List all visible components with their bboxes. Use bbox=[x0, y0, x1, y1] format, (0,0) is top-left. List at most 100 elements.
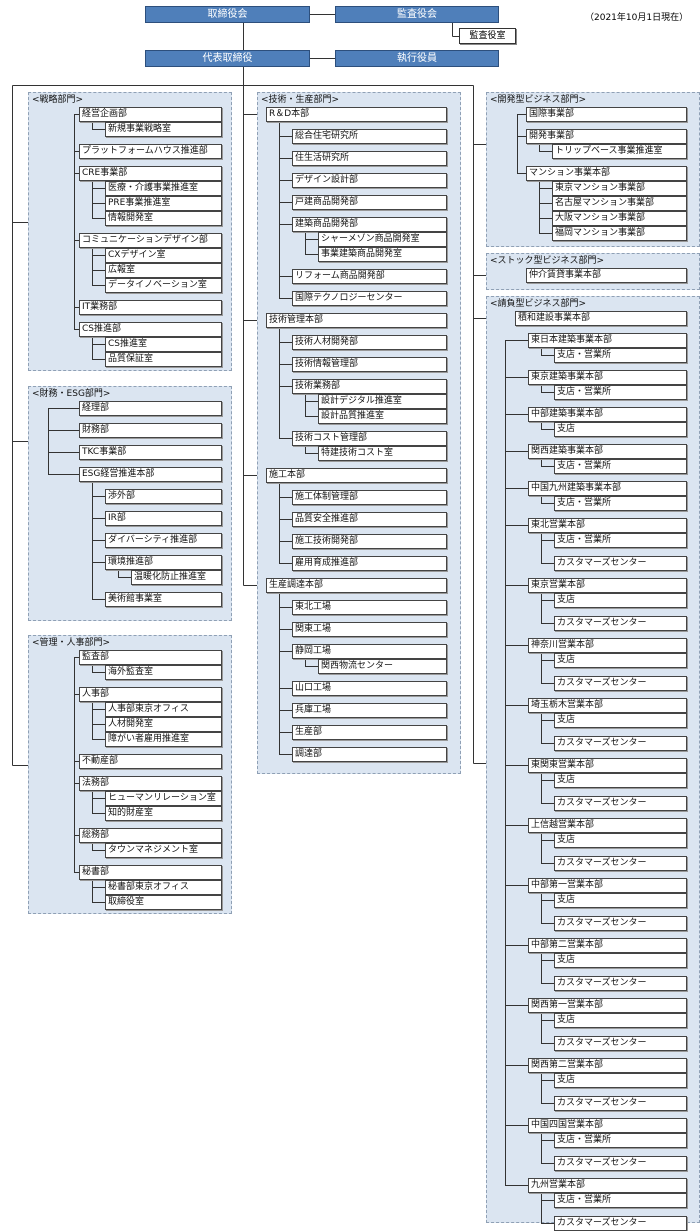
sub-units: 東京マンション事業部名古屋マンション事業部大阪マンション事業部福岡マンション事業… bbox=[539, 181, 687, 241]
org-unit: カスタマーズセンター bbox=[541, 848, 687, 871]
org-unit: 支店 bbox=[541, 1073, 687, 1088]
org-unit-box: 特建技術コスト室 bbox=[318, 446, 447, 461]
org-unit-box: 関西第一営業本部 bbox=[528, 998, 687, 1013]
org-unit: 東北工場 bbox=[279, 593, 447, 615]
unit-list: R＆D本部総合住宅研究所住生活研究所デザイン設計部戸建商品開発部建築商品開発部シ… bbox=[266, 107, 447, 762]
sub-units: 支店・営業所カスタマーズセンター bbox=[541, 533, 687, 571]
org-unit-box: 障がい者雇用推進室 bbox=[105, 732, 222, 747]
org-unit: 技術人材開発部 bbox=[279, 328, 447, 350]
org-unit: 支店 bbox=[541, 422, 687, 437]
org-unit-box: 支店 bbox=[554, 893, 687, 908]
org-unit-box: 東日本建築事業本部 bbox=[528, 333, 687, 348]
org-unit-box: 支店 bbox=[554, 422, 687, 437]
org-unit-box: 中部第二営業本部 bbox=[528, 938, 687, 953]
org-unit-box: 大阪マンション事業部 bbox=[552, 211, 687, 226]
org-unit: 支店・営業所 bbox=[541, 1193, 687, 1208]
org-unit-box: カスタマーズセンター bbox=[554, 556, 687, 571]
executive-officers-box: 執行役員 bbox=[335, 50, 499, 67]
org-unit: 障がい者雇用推進室 bbox=[92, 732, 222, 747]
org-unit-box: プラットフォームハウス推進部 bbox=[79, 144, 222, 159]
org-unit: 関西第一営業本部支店カスタマーズセンター bbox=[505, 991, 687, 1051]
org-unit-box: コミュニケーションデザイン部 bbox=[79, 233, 222, 248]
sub-units: 支店カスタマーズセンター bbox=[541, 773, 687, 811]
org-unit-box: 関西建築事業本部 bbox=[528, 444, 687, 459]
org-unit: 人事部東京オフィス bbox=[92, 702, 222, 717]
sub-units: 技術人材開発部技術情報管理部技術業務部設計デジタル推進室設計品質推進室技術コスト… bbox=[279, 328, 447, 461]
org-unit: カスタマーズセンター bbox=[541, 548, 687, 571]
panel-title: <請負型ビジネス部門> bbox=[490, 299, 587, 309]
org-unit: 支店・営業所 bbox=[541, 348, 687, 363]
org-unit-box: カスタマーズセンター bbox=[554, 676, 687, 691]
org-unit-box: 施工本部 bbox=[266, 468, 447, 483]
org-unit-box: 東北工場 bbox=[292, 600, 447, 615]
org-unit: 東北営業本部支店・営業所カスタマーズセンター bbox=[505, 511, 687, 571]
org-unit: 支店 bbox=[541, 833, 687, 848]
org-unit: 東日本建築事業本部支店・営業所 bbox=[505, 333, 687, 363]
sub-units: 人事部東京オフィス人材開発室障がい者雇用推進室 bbox=[92, 702, 222, 747]
sub-units: 特建技術コスト室 bbox=[305, 446, 447, 461]
org-unit: 人材開発室 bbox=[92, 717, 222, 732]
org-unit-box: 中部第一営業本部 bbox=[528, 878, 687, 893]
org-unit-box: 施工体制管理部 bbox=[292, 490, 447, 505]
org-unit: 支店 bbox=[541, 713, 687, 728]
org-unit: 海外監査室 bbox=[92, 665, 222, 680]
org-unit-box: 海外監査室 bbox=[105, 665, 222, 680]
org-unit: PRE事業推進室 bbox=[92, 196, 222, 211]
org-unit-box: 情報開発室 bbox=[105, 211, 222, 226]
org-unit-box: 広報室 bbox=[105, 263, 222, 278]
org-unit-box: 人材開発室 bbox=[105, 717, 222, 732]
org-unit-box: 支店 bbox=[554, 1013, 687, 1028]
org-unit: 中部第二営業本部支店カスタマーズセンター bbox=[505, 931, 687, 991]
panel-development-business: <開発型ビジネス部門>国際事業部開発事業部トリップベース事業推進室マンション事業… bbox=[486, 92, 700, 247]
org-unit-box: 技術人材開発部 bbox=[292, 335, 447, 350]
org-unit-box: トリップベース事業推進室 bbox=[552, 144, 687, 159]
org-unit: 知的財産室 bbox=[92, 806, 222, 821]
president-box: 代表取締役 bbox=[145, 50, 310, 67]
sub-units: 設計デジタル推進室設計品質推進室 bbox=[305, 394, 447, 424]
org-unit-box: TKC事業部 bbox=[79, 445, 222, 460]
sub-units: 施工体制管理部品質安全推進部施工技術開発部雇用育成推進部 bbox=[279, 483, 447, 571]
org-unit-box: 東北営業本部 bbox=[528, 518, 687, 533]
org-unit-box: 設計デジタル推進室 bbox=[318, 394, 447, 409]
sub-units: 秘書部東京オフィス取締役室 bbox=[92, 880, 222, 910]
org-unit: 品質保証室 bbox=[92, 352, 222, 367]
org-unit: タウンマネジメント室 bbox=[92, 843, 222, 858]
panel-stock-business: <ストック型ビジネス部門>仲介賃貸事業本部 bbox=[486, 253, 700, 290]
org-unit: 東京マンション事業部 bbox=[539, 181, 687, 196]
org-unit: 施工技術開発部 bbox=[279, 527, 447, 549]
org-unit: 中国四国営業本部支店・営業所カスタマーズセンター bbox=[505, 1111, 687, 1171]
org-unit: 支店・営業所 bbox=[541, 1133, 687, 1148]
org-unit: 国際事業部 bbox=[517, 107, 687, 122]
org-unit: 支店 bbox=[541, 893, 687, 908]
org-unit-box: CXデザイン室 bbox=[105, 248, 222, 263]
sub-units: 支店カスタマーズセンター bbox=[541, 1073, 687, 1111]
panel-admin-hr: <管理・人事部門>監査部海外監査室人事部人事部東京オフィス人材開発室障がい者雇用… bbox=[28, 635, 232, 914]
org-unit: 総合住宅研究所 bbox=[279, 122, 447, 144]
sub-units: タウンマネジメント室 bbox=[92, 843, 222, 858]
org-unit-box: カスタマーズセンター bbox=[554, 1156, 687, 1171]
org-unit: CXデザイン室 bbox=[92, 248, 222, 263]
org-unit-box: 技術管理本部 bbox=[266, 313, 447, 328]
org-unit: 経理部 bbox=[48, 401, 222, 416]
org-unit: 埼玉栃木営業本部支店カスタマーズセンター bbox=[505, 691, 687, 751]
org-unit: 品質安全推進部 bbox=[279, 505, 447, 527]
org-unit: 九州営業本部支店・営業所カスタマーズセンター bbox=[505, 1171, 687, 1231]
org-unit-box: 支店・営業所 bbox=[554, 459, 687, 474]
org-unit-box: 建築商品開発部 bbox=[292, 217, 447, 232]
org-unit-box: PRE事業推進室 bbox=[105, 196, 222, 211]
org-unit-box: 戸建商品開発部 bbox=[292, 195, 447, 210]
org-unit-box: 新規事業戦略室 bbox=[105, 122, 222, 137]
sub-units: 支店・営業所カスタマーズセンター bbox=[541, 1133, 687, 1171]
org-unit-box: 東京マンション事業部 bbox=[552, 181, 687, 196]
org-unit-box: 調達部 bbox=[292, 747, 447, 762]
org-unit-box: 支店 bbox=[554, 653, 687, 668]
org-unit-box: 環境推進部 bbox=[105, 555, 222, 570]
org-unit-box: リフォーム商品開発部 bbox=[292, 269, 447, 284]
org-unit: 仲介賃貸事業本部 bbox=[526, 268, 687, 283]
org-unit-box: カスタマーズセンター bbox=[554, 916, 687, 931]
org-unit-box: 神奈川営業本部 bbox=[528, 638, 687, 653]
